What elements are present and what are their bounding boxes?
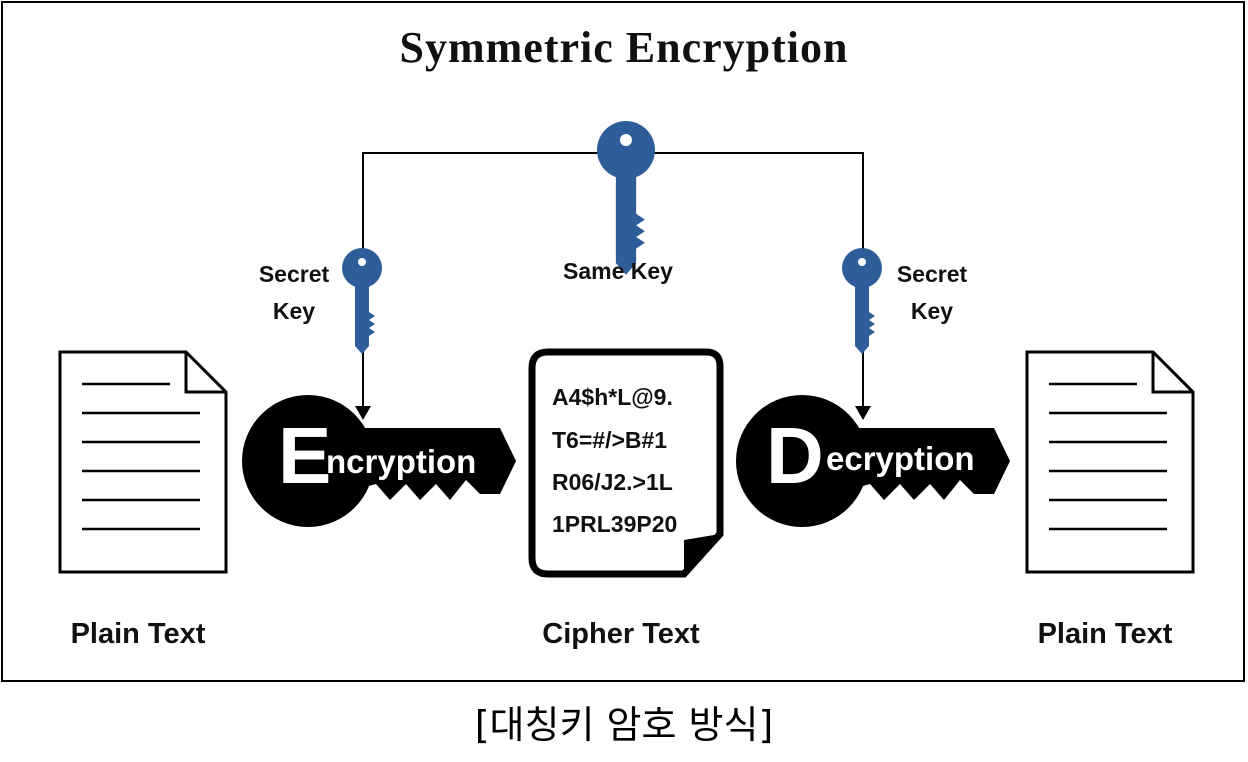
arrow-down-icon [355,406,371,420]
secret-key-right-label: Secret Key [882,256,982,330]
cipher-line-1: A4$h*L@9. [552,384,673,410]
cipher-line-3: R06/J2.>1L [552,469,673,495]
secret-key-left-line1: Secret [258,261,330,287]
cipher-text-label: Cipher Text [542,618,700,650]
cipher-line-2: T6=#/>B#1 [552,427,668,453]
decryption-label: D [766,410,824,502]
plain-text-left-label: Plain Text [70,618,206,650]
encryption-key-graphic [242,395,516,527]
encryption-label-rest: ncryption [326,443,477,480]
cipher-document-icon [528,348,724,578]
same-key-label: Same Key [563,258,673,284]
decryption-key-graphic [736,395,1010,527]
secret-key-left-label: Secret Key [244,256,344,330]
secret-key-right-line2: Key [910,298,954,324]
secret-key-left-line2: Key [272,298,316,324]
plain-text-right-label: Plain Text [1037,618,1173,650]
secret-key-right-line1: Secret [896,261,968,287]
decryption-label-rest: ecryption [826,440,975,477]
arrow-down-icon [855,406,871,420]
encryption-initial: E [278,411,332,500]
diagram-title: Symmetric Encryption [399,23,849,72]
encryption-label: E [278,410,331,502]
document-icon [1025,350,1195,574]
decryption-initial: D [766,411,824,500]
caption: [대칭키 암호 방식] [474,703,774,747]
cipher-line-4: 1PRL39P20 [552,511,678,537]
document-icon [58,350,228,574]
